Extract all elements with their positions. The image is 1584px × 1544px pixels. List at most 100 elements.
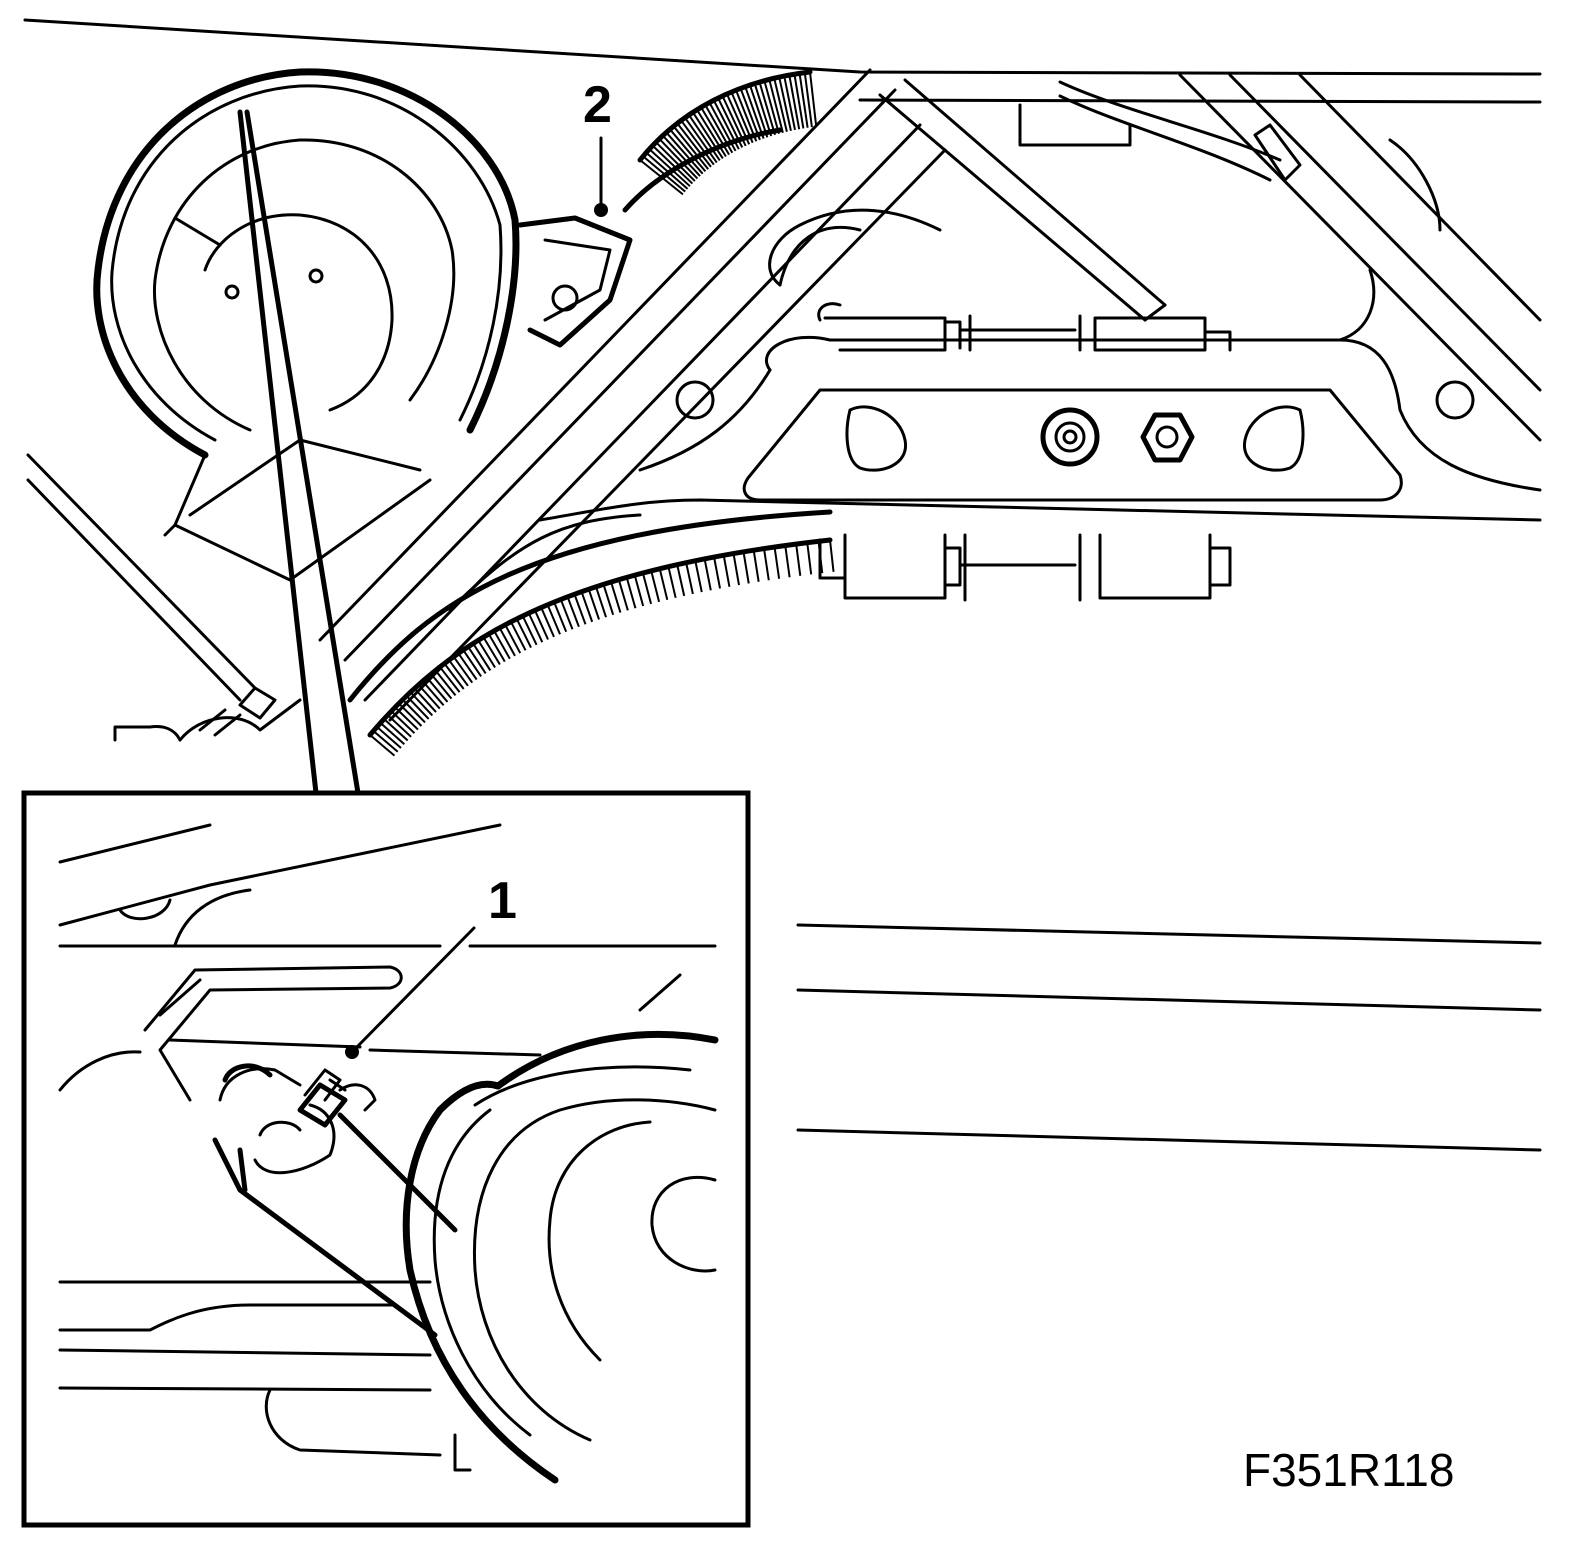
belt-tooth (510, 621, 527, 651)
top-edge-line (23, 18, 1542, 76)
belt-tooth (540, 607, 555, 638)
belt-tooth (573, 593, 587, 625)
belt-tooth (726, 93, 751, 145)
belt-tooth (633, 574, 645, 607)
belt-tooth (641, 572, 653, 605)
belt-tooth (667, 566, 677, 599)
belt-tooth (553, 601, 568, 633)
belt-tooth (383, 718, 409, 742)
belt-tooth (758, 81, 776, 136)
belt-tooth (694, 560, 703, 593)
main-view: 2 (23, 18, 1542, 757)
belt-tooth (448, 659, 469, 687)
belt-tooth (515, 618, 532, 648)
right-reference-lines (796, 923, 1542, 1152)
right-member-a (1178, 73, 1542, 442)
lower-left-rod (26, 453, 302, 742)
belt-tooth (487, 633, 506, 663)
belt-tooth (803, 72, 813, 128)
callout-1: 1 (345, 872, 517, 1059)
belt-tooth (773, 77, 788, 132)
belt-tooth (434, 669, 457, 697)
belt-tooth (704, 104, 734, 154)
drive-belt-upper (622, 69, 818, 213)
belt-tooth (703, 558, 712, 591)
belt-tooth (763, 548, 770, 581)
belt-tooth (426, 676, 449, 703)
belt-tooth (665, 131, 704, 175)
belt-tooth (829, 539, 835, 572)
belt-tooth (559, 599, 574, 630)
belt-tooth (744, 86, 765, 139)
belt-tooth (778, 76, 792, 132)
belt-tooth (708, 102, 737, 152)
drive-belt-lower (347, 509, 835, 757)
belt-tooth (658, 568, 669, 601)
hose (1058, 80, 1282, 162)
belt-tooth (648, 148, 691, 187)
belt-tooth (645, 151, 689, 190)
tensioner-bracket (517, 215, 633, 348)
callout-1-dot (345, 1045, 359, 1059)
figure-code: F351R118 (1243, 1444, 1454, 1496)
belt-tooth (655, 141, 696, 182)
belt-tooth (713, 556, 721, 589)
belt-tooth (680, 119, 715, 166)
belt-tooth (742, 551, 750, 584)
strut-b (903, 78, 1167, 307)
belt-tooth (467, 646, 487, 675)
belt-tooth (421, 680, 445, 706)
belt-tooth (688, 114, 721, 162)
belt-tooth (443, 662, 465, 690)
belt-tooth (472, 642, 492, 671)
belt-tooth (685, 562, 694, 595)
belt-tooth (580, 591, 594, 623)
belt-tooth (753, 83, 773, 137)
callout-2: 2 (583, 76, 612, 217)
belt-tooth (521, 615, 538, 646)
belt-tooth (457, 652, 478, 681)
belt-tooth (610, 581, 622, 613)
belt-tooth (639, 159, 684, 196)
belt-tooth (672, 125, 709, 170)
belt-tooth (795, 543, 802, 576)
belt-tooth (712, 99, 740, 150)
belt-tooth (763, 80, 780, 135)
belt-tooth (372, 730, 399, 753)
belt-tooth (369, 734, 396, 757)
belt-tooth (546, 604, 561, 635)
belt-tooth (684, 117, 718, 164)
strut-a (878, 93, 1147, 322)
belt-tooth (696, 109, 727, 158)
belt-tooth (430, 673, 453, 700)
belt-tooth (566, 596, 580, 628)
belt-tooth (439, 666, 461, 693)
belt-tooth (527, 612, 544, 643)
belt-tooth (587, 588, 600, 620)
callout-2-label: 2 (583, 76, 612, 134)
belt-tooth (595, 586, 607, 618)
belt-tooth (650, 570, 661, 603)
belt-tooth (722, 555, 731, 587)
belt-tooth (662, 134, 701, 177)
belt-tooth (642, 155, 686, 193)
belt-tooth (717, 97, 744, 148)
belt-tooth (735, 89, 758, 142)
inset-detail: 1 (21, 790, 751, 1528)
cylinder-lower (818, 533, 1232, 602)
belt-tooth (534, 609, 549, 640)
belt-tooth (806, 542, 813, 575)
cylinder-upper (817, 302, 1232, 352)
belt-tooth (658, 138, 699, 180)
belt-tooth (783, 75, 797, 131)
right-member-b (1228, 73, 1542, 392)
belt-tooth (721, 95, 747, 147)
belt-tooth (452, 656, 474, 684)
belt-tooth (732, 553, 740, 586)
belt-tooth (602, 584, 615, 616)
belt-tooth (676, 564, 686, 597)
belt-tooth (669, 128, 707, 172)
belt-tooth (768, 79, 784, 133)
belt-tooth (477, 639, 496, 668)
